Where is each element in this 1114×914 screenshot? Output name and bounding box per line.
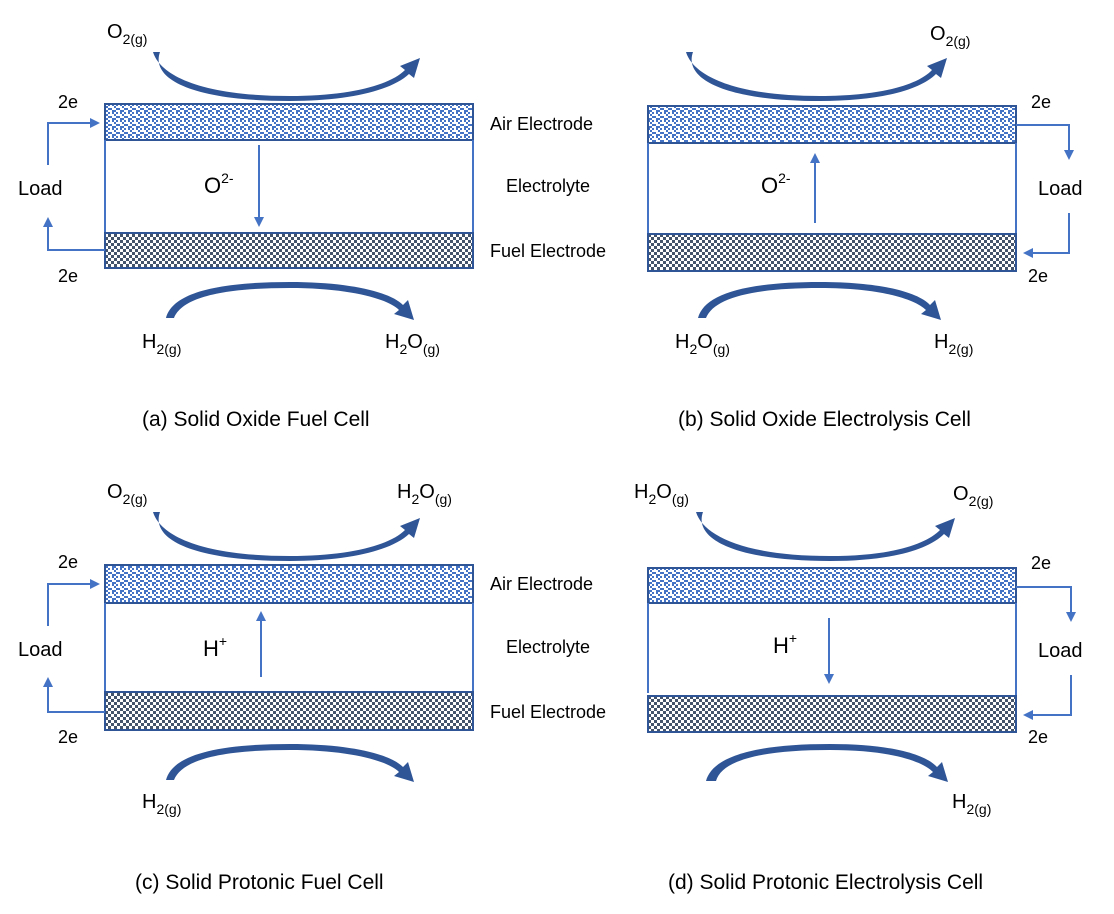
panel-caption: (a) Solid Oxide Fuel Cell xyxy=(142,408,370,431)
ion-label: O2- xyxy=(761,170,791,198)
circuit-wire-top xyxy=(47,118,100,165)
gas-label-bottom-in: H2O(g) xyxy=(675,331,730,357)
gas-label-top-in: H2O(g) xyxy=(634,481,689,507)
circuit-wire-bottom xyxy=(43,217,105,251)
panel-c: H+ Load 2e 2e O2(g) H2O(g) H2(g) (c) Sol… xyxy=(18,481,474,894)
electron-label-bottom: 2e xyxy=(58,727,78,747)
gas-label-bottom-out: H2(g) xyxy=(952,791,991,817)
ion-label: H+ xyxy=(203,633,227,661)
gas-label-top-out: H2O(g) xyxy=(397,481,452,507)
gas-label-bottom-in: H2(g) xyxy=(142,331,181,357)
gas-flow-arrow-bottom-icon xyxy=(166,744,414,782)
layer-label-fuel-electrode: Fuel Electrode xyxy=(490,241,606,261)
gas-label-top-out: O2(g) xyxy=(953,483,993,509)
layer-label-electrolyte: Electrolyte xyxy=(506,637,590,657)
layer-label-air-electrode: Air Electrode xyxy=(490,574,593,594)
air-electrode xyxy=(104,103,474,141)
load-label: Load xyxy=(18,639,63,661)
gas-label-top-in: O2(g) xyxy=(107,481,147,507)
electron-label-bottom: 2e xyxy=(1028,727,1048,747)
electron-label-top: 2e xyxy=(1031,92,1051,112)
air-electrode xyxy=(104,564,474,604)
gas-flow-arrow-bottom-icon xyxy=(706,744,948,782)
ion-label: O2- xyxy=(204,170,234,198)
electron-label-bottom: 2e xyxy=(58,266,78,286)
gas-label-bottom-out: H2(g) xyxy=(934,331,973,357)
air-electrode xyxy=(647,567,1017,604)
electron-label-top: 2e xyxy=(58,92,78,112)
load-label: Load xyxy=(1038,640,1083,662)
electron-label-top: 2e xyxy=(1031,553,1051,573)
fuel-electrode xyxy=(104,232,474,269)
layer-label-fuel-electrode: Fuel Electrode xyxy=(490,702,606,722)
fuel-electrode xyxy=(104,691,474,731)
panel-a: O2- Load 2e 2e O2(g) H2(g) H2O(g) (a) So… xyxy=(18,21,474,431)
circuit-wire-bottom xyxy=(43,677,105,713)
gas-flow-arrow-top-icon xyxy=(153,52,420,101)
air-electrode xyxy=(647,105,1017,144)
fuel-electrode xyxy=(647,695,1017,733)
gas-label-top-in: O2(g) xyxy=(107,21,147,47)
gas-label-bottom-in: H2(g) xyxy=(142,791,181,817)
gas-flow-arrow-top-icon xyxy=(696,512,955,561)
gas-label-bottom-out: H2O(g) xyxy=(385,331,440,357)
fuel-electrode xyxy=(647,233,1017,272)
load-label: Load xyxy=(18,178,63,200)
panel-b: O2- Load 2e 2e O2(g) H2O(g) H2(g) (b) So… xyxy=(647,23,1083,431)
gas-label-top-out: O2(g) xyxy=(930,23,970,49)
circuit-wire-top xyxy=(47,579,100,626)
layer-label-air-electrode: Air Electrode xyxy=(490,114,593,134)
circuit-wire-top xyxy=(1016,586,1076,622)
gas-flow-arrow-top-icon xyxy=(686,52,947,101)
electron-label-top: 2e xyxy=(58,552,78,572)
panel-caption: (b) Solid Oxide Electrolysis Cell xyxy=(678,408,971,431)
panel-caption: (c) Solid Protonic Fuel Cell xyxy=(135,871,384,894)
gas-flow-arrow-bottom-icon xyxy=(698,282,941,320)
ion-label: H+ xyxy=(773,630,797,658)
circuit-wire-top xyxy=(1016,124,1074,160)
load-label: Load xyxy=(1038,178,1083,200)
layer-label-electrolyte: Electrolyte xyxy=(506,176,590,196)
gas-flow-arrow-top-icon xyxy=(153,512,420,561)
electron-label-bottom: 2e xyxy=(1028,266,1048,286)
panel-caption: (d) Solid Protonic Electrolysis Cell xyxy=(668,871,983,894)
gas-flow-arrow-bottom-icon xyxy=(166,282,414,320)
circuit-wire-bottom xyxy=(1023,213,1070,258)
panel-d: H+ Load 2e 2e H2O(g) O2(g) H2(g) (d) Sol… xyxy=(634,481,1083,894)
circuit-wire-bottom xyxy=(1023,675,1072,720)
